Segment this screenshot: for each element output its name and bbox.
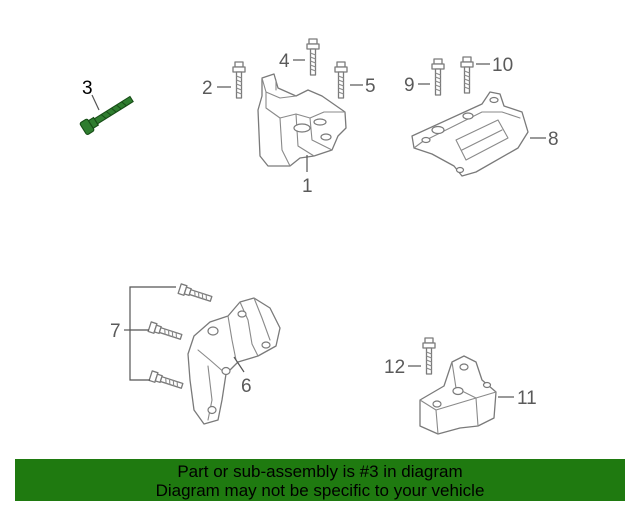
part-4-bolt[interactable] bbox=[306, 38, 320, 76]
callout-3: 3 bbox=[82, 78, 93, 99]
callout-8: 8 bbox=[548, 129, 559, 150]
callout-2: 2 bbox=[202, 78, 213, 99]
leader-3 bbox=[91, 94, 100, 111]
leader-6 bbox=[233, 356, 245, 373]
callout-11: 11 bbox=[517, 388, 537, 409]
callout-4: 4 bbox=[279, 51, 290, 72]
part-6-side-bracket[interactable] bbox=[187, 297, 281, 425]
info-banner: Part or sub-assembly is #3 in diagram Di… bbox=[15, 459, 625, 501]
callout-7: 7 bbox=[110, 321, 121, 342]
part-5-bolt[interactable] bbox=[334, 61, 348, 99]
callout-5: 5 bbox=[365, 76, 376, 97]
part-12-bolt[interactable] bbox=[422, 337, 436, 375]
callout-9: 9 bbox=[404, 75, 415, 96]
banner-line-1: Part or sub-assembly is #3 in diagram bbox=[177, 462, 463, 481]
part-7-bolt-upper[interactable] bbox=[177, 283, 214, 305]
leader-7 bbox=[129, 286, 176, 381]
part-10-bolt[interactable] bbox=[460, 56, 474, 94]
callout-10: 10 bbox=[492, 55, 513, 76]
part-7-bolt-lower[interactable] bbox=[148, 370, 185, 392]
callout-1: 1 bbox=[302, 176, 313, 197]
callout-6: 6 bbox=[241, 376, 252, 397]
callout-12: 12 bbox=[384, 357, 405, 378]
part-11-lower-mount[interactable] bbox=[419, 355, 497, 435]
part-2-bolt[interactable] bbox=[232, 61, 246, 99]
part-7-bolt-middle[interactable] bbox=[147, 321, 184, 343]
banner-line-2: Diagram may not be specific to your vehi… bbox=[155, 481, 485, 500]
part-1-mount-bracket[interactable] bbox=[257, 73, 347, 167]
part-9-bolt[interactable] bbox=[431, 58, 445, 96]
part-8-crossmember[interactable] bbox=[411, 91, 529, 177]
part-3-bolt-highlighted[interactable] bbox=[79, 93, 136, 135]
